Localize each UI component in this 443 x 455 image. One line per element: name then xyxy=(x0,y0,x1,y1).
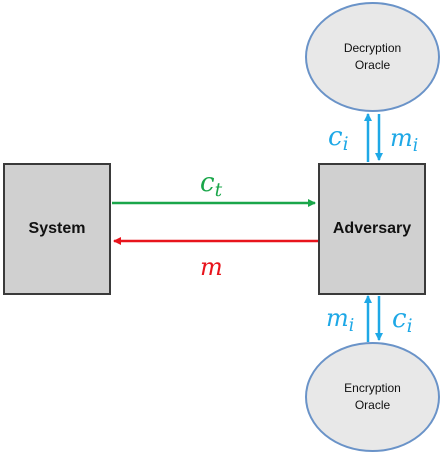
label-dec-query: ci xyxy=(328,124,349,155)
adversary-box: Adversary xyxy=(318,163,426,295)
decryption-oracle-line1: Decryption xyxy=(343,41,402,55)
encryption-oracle: Encryption Oracle xyxy=(305,342,440,452)
encryption-oracle-line2: Oracle xyxy=(354,398,391,412)
label-challenge-base: c xyxy=(200,168,215,198)
label-challenge-sub: t xyxy=(214,180,223,202)
label-enc-reply-sub: i xyxy=(406,316,413,338)
label-dec-query-base: c xyxy=(328,122,343,152)
decryption-oracle: Decryption Oracle xyxy=(305,2,440,112)
adversary-label: Adversary xyxy=(332,220,412,237)
label-enc-query-sub: i xyxy=(348,315,355,336)
label-enc-query-base: m xyxy=(326,304,349,332)
label-message-base: m xyxy=(200,253,223,281)
label-message: m xyxy=(200,255,223,279)
label-dec-reply-sub: i xyxy=(412,135,419,156)
label-challenge: ct xyxy=(200,170,222,201)
label-enc-reply: ci xyxy=(392,306,413,337)
label-dec-reply: mi xyxy=(390,126,418,155)
label-enc-reply-base: c xyxy=(392,304,407,334)
encryption-oracle-line1: Encryption xyxy=(344,381,401,395)
label-enc-query: mi xyxy=(326,306,354,335)
decryption-oracle-line2: Oracle xyxy=(354,58,391,72)
system-label: System xyxy=(28,220,86,237)
label-dec-reply-base: m xyxy=(390,124,413,152)
label-dec-query-sub: i xyxy=(342,134,349,156)
system-box: System xyxy=(3,163,111,295)
